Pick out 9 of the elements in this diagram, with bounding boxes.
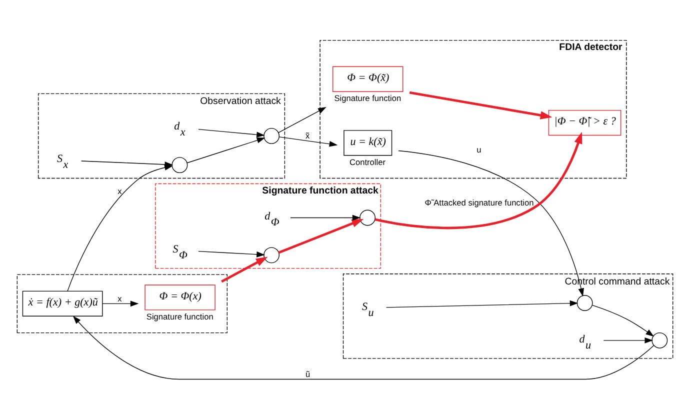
node-label: Signature function [334,92,402,103]
edge-label: x [118,292,122,303]
edge-label: ũ [305,368,310,378]
edge-label: u [476,144,482,154]
edge-label: x [118,185,122,196]
edge-label: x̃ [305,130,310,140]
node-label: Controller [350,156,386,166]
node-label: Signature function [146,310,214,321]
edge-label: Φ̃ Attacked signature function [424,197,534,208]
